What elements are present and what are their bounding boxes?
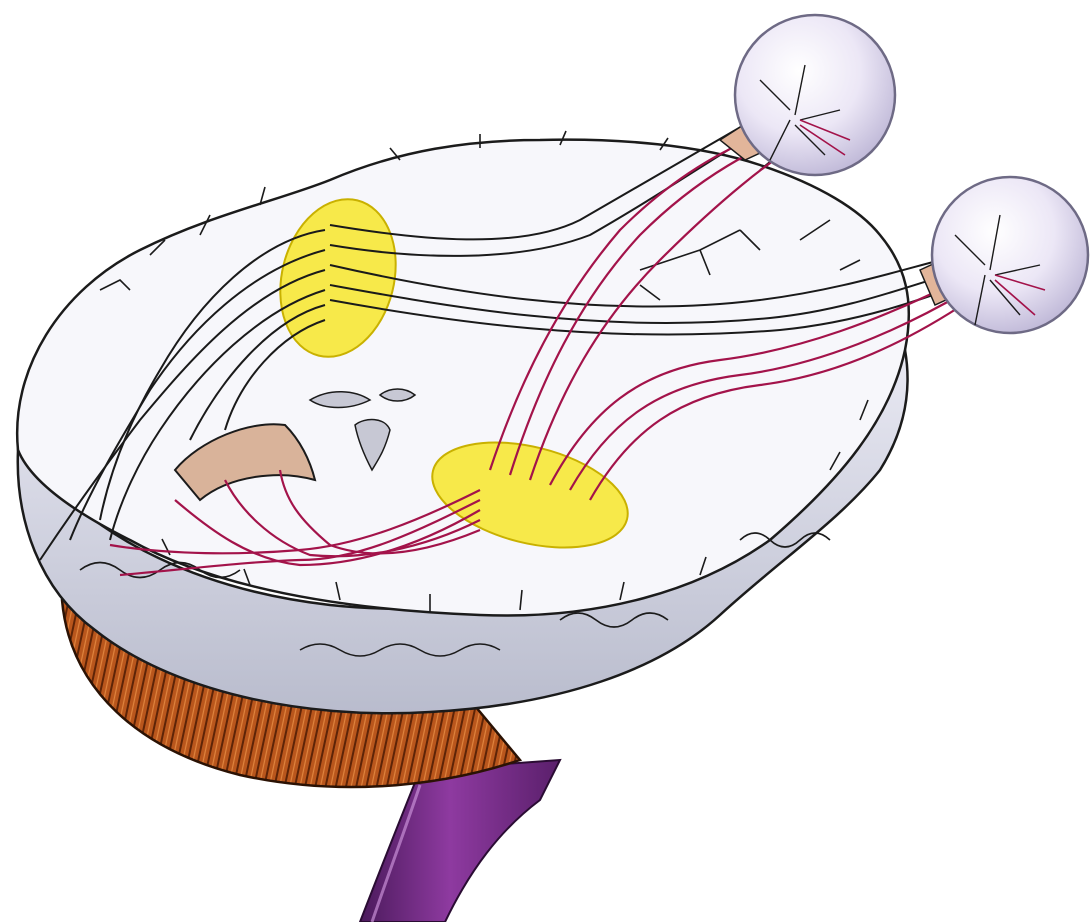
left-eyeball [720,15,895,175]
brain-hemisphere [17,131,909,713]
right-eyeball [920,177,1088,333]
